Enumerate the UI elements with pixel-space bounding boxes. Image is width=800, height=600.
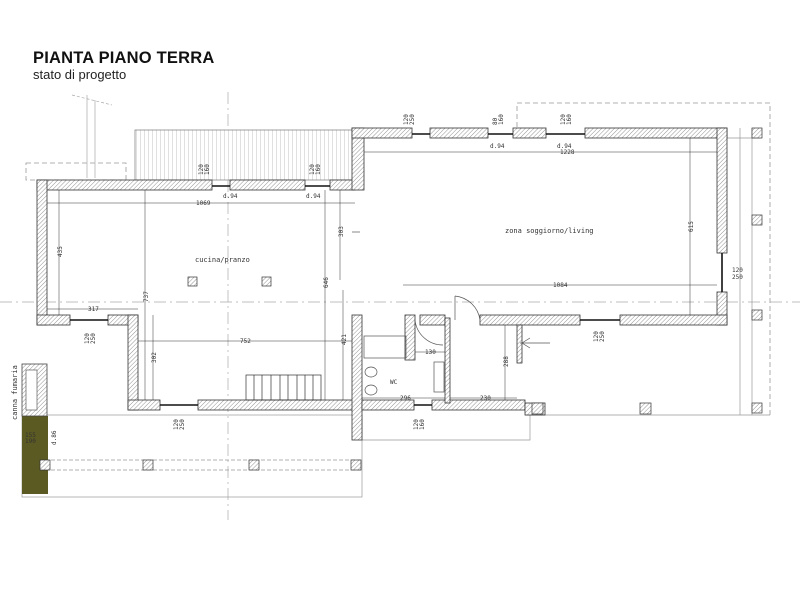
sill-label: d.94 bbox=[306, 193, 321, 200]
dim-421: 421 bbox=[341, 334, 348, 345]
window-height: 250 bbox=[409, 114, 416, 125]
chimney-opening bbox=[25, 369, 38, 411]
page-subtitle: stato di progetto bbox=[33, 67, 127, 82]
antenna bbox=[71, 94, 113, 178]
dim-317: 317 bbox=[88, 306, 99, 313]
bathroom-fixtures bbox=[352, 231, 550, 396]
room-label-living: zona soggiorno/living bbox=[505, 227, 594, 235]
dim-1084: 1084 bbox=[553, 282, 568, 289]
dim-1069: 1069 bbox=[196, 200, 211, 207]
window-height: 160 bbox=[419, 419, 426, 430]
window-height: 160 bbox=[566, 114, 573, 125]
stairs bbox=[245, 374, 322, 401]
sill-label: d.94 bbox=[490, 143, 505, 150]
window-width: 120 bbox=[560, 114, 567, 125]
sill-label: d.94 bbox=[223, 193, 238, 200]
dim-296: 296 bbox=[400, 395, 411, 402]
window-width: 120 bbox=[593, 331, 600, 342]
dim-435: 435 bbox=[57, 246, 64, 257]
page-title: PIANTA PIANO TERRA bbox=[33, 49, 215, 67]
window-height: 250 bbox=[732, 274, 743, 281]
window-height: 250 bbox=[90, 333, 97, 344]
window-width: 120 bbox=[198, 164, 205, 175]
window-width: 120 bbox=[413, 419, 420, 430]
window-height: 250 bbox=[179, 419, 186, 430]
dim-302: 302 bbox=[151, 352, 158, 363]
chimney-width: 155 bbox=[25, 432, 36, 439]
window-width: 120 bbox=[732, 267, 743, 274]
dim-1228: 1228 bbox=[560, 149, 575, 156]
dim-230: 230 bbox=[480, 395, 491, 402]
window-width: 120 bbox=[173, 419, 180, 430]
dim-130: 130 bbox=[425, 349, 436, 356]
window-height: 160 bbox=[498, 114, 505, 125]
chimney-height: 190 bbox=[25, 438, 36, 445]
dashed-outline bbox=[25, 102, 771, 415]
dimension-labels: 1069 1228 1084 752 317 435 737 303 646 4… bbox=[57, 149, 695, 402]
dim-737: 737 bbox=[143, 291, 150, 302]
dim-615: 615 bbox=[688, 221, 695, 232]
window-height: 160 bbox=[315, 164, 322, 175]
window-height: 250 bbox=[599, 331, 606, 342]
chimney-flue bbox=[22, 416, 48, 494]
windows bbox=[70, 133, 723, 406]
walls bbox=[36, 127, 728, 441]
window-width: 120 bbox=[84, 333, 91, 344]
room-label-wc: WC bbox=[390, 379, 398, 386]
columns bbox=[39, 127, 763, 471]
dim-752: 752 bbox=[240, 338, 251, 345]
window-width: 120 bbox=[403, 114, 410, 125]
dimension-lines bbox=[47, 138, 717, 400]
sill-labels: d.94 d.94 d.94 d.94 d.86 bbox=[51, 143, 572, 445]
dim-288: 288 bbox=[503, 356, 510, 367]
sill-label: d.94 bbox=[557, 143, 572, 150]
window-width: 80 bbox=[492, 117, 499, 125]
dim-646: 646 bbox=[323, 277, 330, 288]
window-height: 160 bbox=[204, 164, 211, 175]
chimney-label: canna fumaria bbox=[11, 365, 19, 420]
dim-303: 303 bbox=[338, 226, 345, 237]
room-label-kitchen: cucina/pranzo bbox=[195, 256, 250, 264]
sill-label-d86: d.86 bbox=[51, 430, 58, 445]
window-width: 120 bbox=[309, 164, 316, 175]
